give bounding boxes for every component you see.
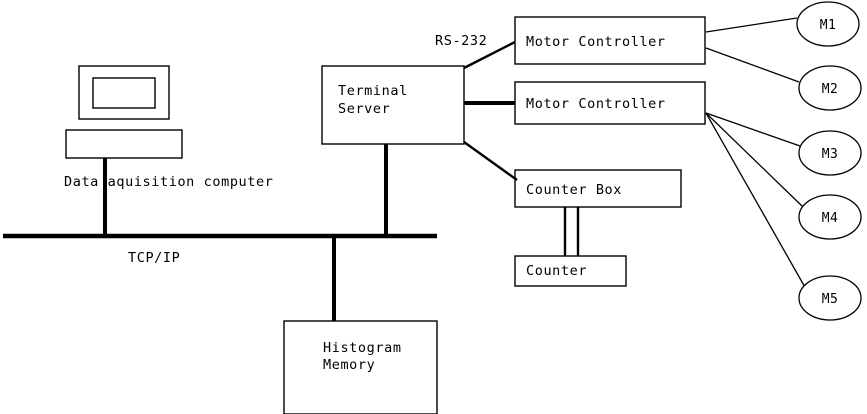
rs232-link-counter-box xyxy=(463,141,518,181)
histogram-memory-box xyxy=(283,320,438,414)
histogram-memory-label-line1: Histogram xyxy=(323,340,402,356)
terminal-server-label-line2: Server xyxy=(338,101,390,117)
motor-m3-label: M3 xyxy=(822,147,838,162)
histogram-memory-label-line2: Memory xyxy=(323,357,375,373)
tcpip-bus-label: TCP/IP xyxy=(128,250,180,266)
link-mc1-m1 xyxy=(705,17,798,33)
rs232-label: RS-232 xyxy=(435,33,487,49)
link-mc2-m3 xyxy=(705,112,801,147)
counter-box xyxy=(514,255,627,287)
data-acquisition-computer-caption: Data aquisition computer xyxy=(64,174,273,190)
motor-controller-2-label: Motor Controller xyxy=(526,96,666,112)
motor-m5-label: M5 xyxy=(822,292,838,307)
link-mc1-m2 xyxy=(705,47,800,83)
motor-m2-label: M2 xyxy=(822,82,838,97)
counter-box-label: Counter Box xyxy=(526,182,622,198)
terminal-server-label-line1: Terminal xyxy=(338,83,408,99)
motor-controller-1-label: Motor Controller xyxy=(526,34,666,50)
counter-box-box xyxy=(514,169,682,208)
motor-m1-ellipse xyxy=(796,1,860,47)
motor-m2-ellipse xyxy=(798,65,862,111)
monitor-screen xyxy=(92,77,156,109)
link-mc2-m5 xyxy=(705,112,807,290)
motor-m4-ellipse xyxy=(798,194,862,240)
motor-m1-label: M1 xyxy=(820,18,836,33)
rs232-link-mc1 xyxy=(463,40,516,70)
motor-m5-ellipse xyxy=(798,275,862,321)
counter-label: Counter xyxy=(526,263,587,279)
motor-m3-ellipse xyxy=(798,130,862,176)
motor-m4-label: M4 xyxy=(822,211,838,226)
motor-controller-1-box xyxy=(514,16,706,65)
computer-base-unit xyxy=(65,129,183,159)
link-mc2-m4 xyxy=(705,112,804,208)
terminal-server-box xyxy=(321,65,465,145)
